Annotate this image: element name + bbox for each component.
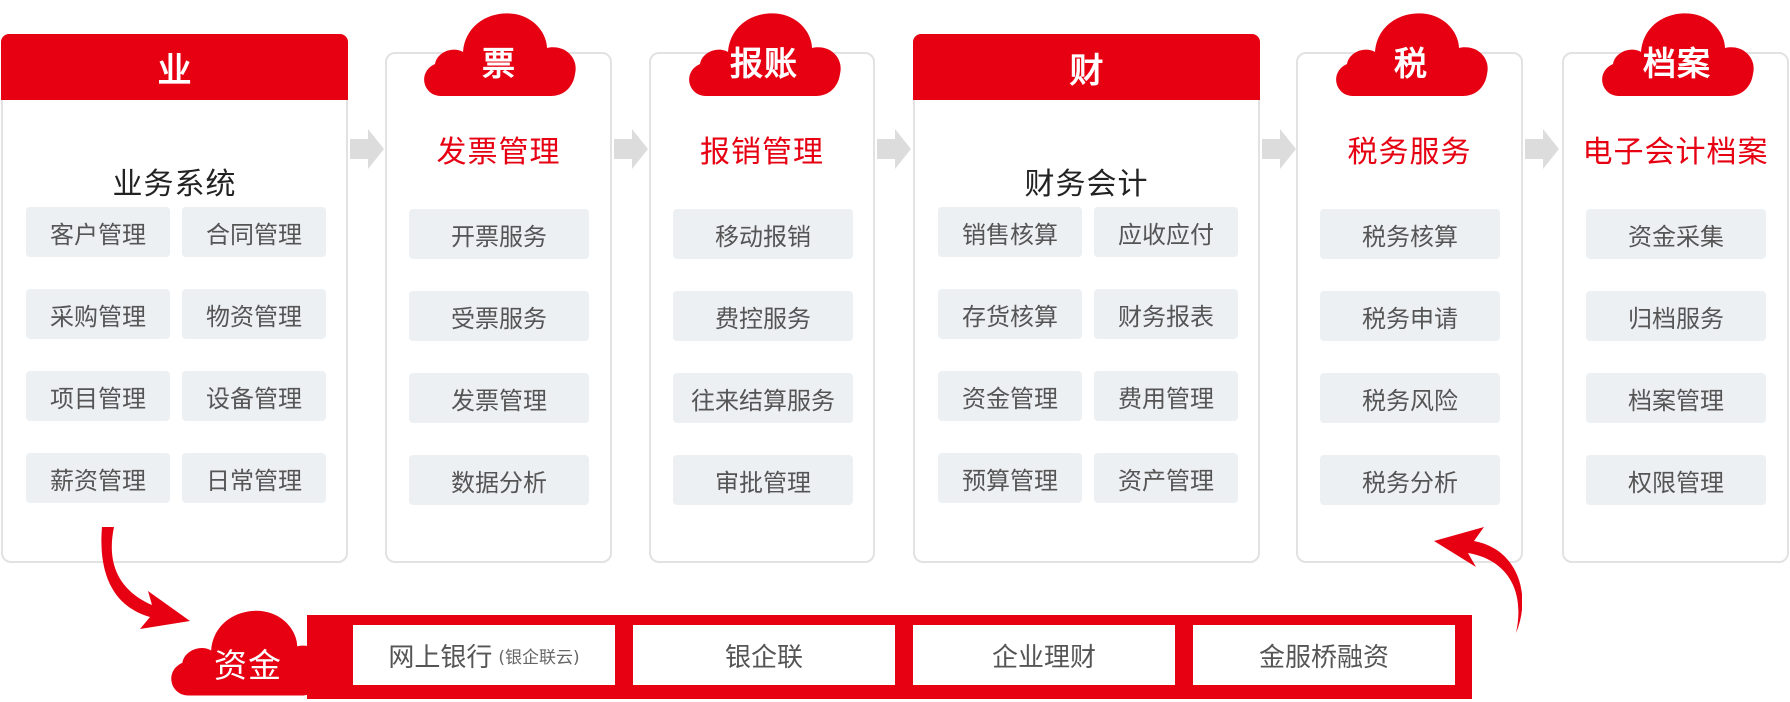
- chip-customer-management[interactable]: 客户管理: [26, 207, 170, 257]
- cloud-header-archive: 档案: [1597, 6, 1757, 102]
- chip-data-analysis[interactable]: 数据分析: [409, 455, 589, 505]
- cloud-icon: [424, 13, 576, 96]
- fund-item-sublabel: (银企联云): [498, 647, 580, 668]
- module-title-archive: 电子会计档案: [1582, 135, 1769, 170]
- cloud-icon: [689, 13, 841, 96]
- module-card-archive: 电子会计档案 资金采集 归档服务 档案管理 权限管理: [1562, 52, 1789, 563]
- module-title-finance: 财务会计: [1024, 167, 1149, 202]
- module-title-tax: 税务服务: [1347, 135, 1472, 170]
- chip-fund-collection[interactable]: 资金采集: [1586, 209, 1766, 259]
- module-header-archive: 档案: [1643, 44, 1711, 83]
- module-header-tax: 税: [1394, 44, 1428, 83]
- chip-equipment-management[interactable]: 设备管理: [182, 371, 326, 421]
- cloud-header-reimbursement: 报账: [684, 6, 844, 102]
- module-card-invoice: 发票管理 开票服务 受票服务 发票管理 数据分析: [385, 52, 612, 563]
- module-header-business: 业: [1, 34, 348, 100]
- chip-contract-management[interactable]: 合同管理: [182, 207, 326, 257]
- chip-sales-accounting[interactable]: 销售核算: [938, 207, 1082, 257]
- chip-archive-management[interactable]: 档案管理: [1586, 373, 1766, 423]
- chip-receivable-payable[interactable]: 应收应付: [1094, 207, 1238, 257]
- chip-salary-management[interactable]: 薪资管理: [26, 453, 170, 503]
- cloud-header-tax: 税: [1331, 6, 1491, 102]
- curved-arrow-down-icon: [101, 527, 190, 629]
- module-title-invoice: 发票管理: [436, 135, 561, 170]
- funds-label: 资金: [214, 646, 282, 685]
- chip-material-management[interactable]: 物资管理: [182, 289, 326, 339]
- chip-fund-management[interactable]: 资金管理: [938, 371, 1082, 421]
- chip-budget-management[interactable]: 预算管理: [938, 453, 1082, 503]
- chip-daily-management[interactable]: 日常管理: [182, 453, 326, 503]
- cloud-icon: [1336, 13, 1488, 96]
- chip-asset-management[interactable]: 资产管理: [1094, 453, 1238, 503]
- chip-inventory-accounting[interactable]: 存货核算: [938, 289, 1082, 339]
- chip-permission-management[interactable]: 权限管理: [1586, 455, 1766, 505]
- module-header-finance: 财: [913, 34, 1260, 100]
- flow-arrow-icon: [350, 129, 384, 169]
- fund-item-financing[interactable]: 金服桥融资: [1193, 625, 1455, 685]
- fund-item-online-banking[interactable]: 网上银行(银企联云): [353, 625, 615, 685]
- flow-arrow-icon: [1525, 129, 1559, 169]
- module-title-reimbursement: 报销管理: [700, 135, 824, 170]
- chip-expense-management[interactable]: 费用管理: [1094, 371, 1238, 421]
- cloud-icon: [1602, 13, 1754, 96]
- chip-project-management[interactable]: 项目管理: [26, 371, 170, 421]
- chip-invoice-management[interactable]: 发票管理: [409, 373, 589, 423]
- module-card-business: 业 业务系统 客户管理 合同管理 采购管理 物资管理 项目管理 设备管理 薪资管…: [1, 34, 348, 563]
- fund-item-wealth-management[interactable]: 企业理财: [913, 625, 1175, 685]
- curved-arrow-up-icon: [1434, 527, 1522, 633]
- fund-item-label: 网上银行: [388, 642, 493, 673]
- cloud-icon: [171, 610, 327, 696]
- cloud-header-funds: 资金: [166, 603, 330, 702]
- module-card-tax: 税务服务 税务核算 税务申请 税务风险 税务分析: [1296, 52, 1523, 563]
- flow-arrow-icon: [1262, 129, 1296, 169]
- chip-tax-risk[interactable]: 税务风险: [1320, 373, 1500, 423]
- module-header-reimbursement: 报账: [730, 44, 798, 83]
- cloud-header-invoice: 票: [419, 6, 579, 102]
- module-card-finance: 财 财务会计 销售核算 应收应付 存货核算 财务报表 资金管理 费用管理 预算管…: [913, 34, 1260, 563]
- chip-expense-control[interactable]: 费控服务: [673, 291, 853, 341]
- chip-purchase-management[interactable]: 采购管理: [26, 289, 170, 339]
- funds-bar: 网上银行(银企联云) 银企联 企业理财 金服桥融资: [307, 615, 1472, 699]
- chip-approval-management[interactable]: 审批管理: [673, 455, 853, 505]
- chip-receiving-service[interactable]: 受票服务: [409, 291, 589, 341]
- chip-invoicing-service[interactable]: 开票服务: [409, 209, 589, 259]
- module-card-reimbursement: 报销管理 移动报销 费控服务 往来结算服务 审批管理: [649, 52, 875, 563]
- chip-financial-report[interactable]: 财务报表: [1094, 289, 1238, 339]
- module-header-invoice: 票: [482, 44, 516, 83]
- chip-archiving-service[interactable]: 归档服务: [1586, 291, 1766, 341]
- flow-arrow-icon: [614, 129, 648, 169]
- module-title-business: 业务系统: [112, 167, 237, 202]
- flow-arrow-icon: [877, 129, 911, 169]
- chip-tax-application[interactable]: 税务申请: [1320, 291, 1500, 341]
- chip-settlement-service[interactable]: 往来结算服务: [673, 373, 853, 423]
- chip-tax-accounting[interactable]: 税务核算: [1320, 209, 1500, 259]
- chip-mobile-reimbursement[interactable]: 移动报销: [673, 209, 853, 259]
- chip-tax-analysis[interactable]: 税务分析: [1320, 455, 1500, 505]
- fund-item-bank-enterprise-link[interactable]: 银企联: [633, 625, 895, 685]
